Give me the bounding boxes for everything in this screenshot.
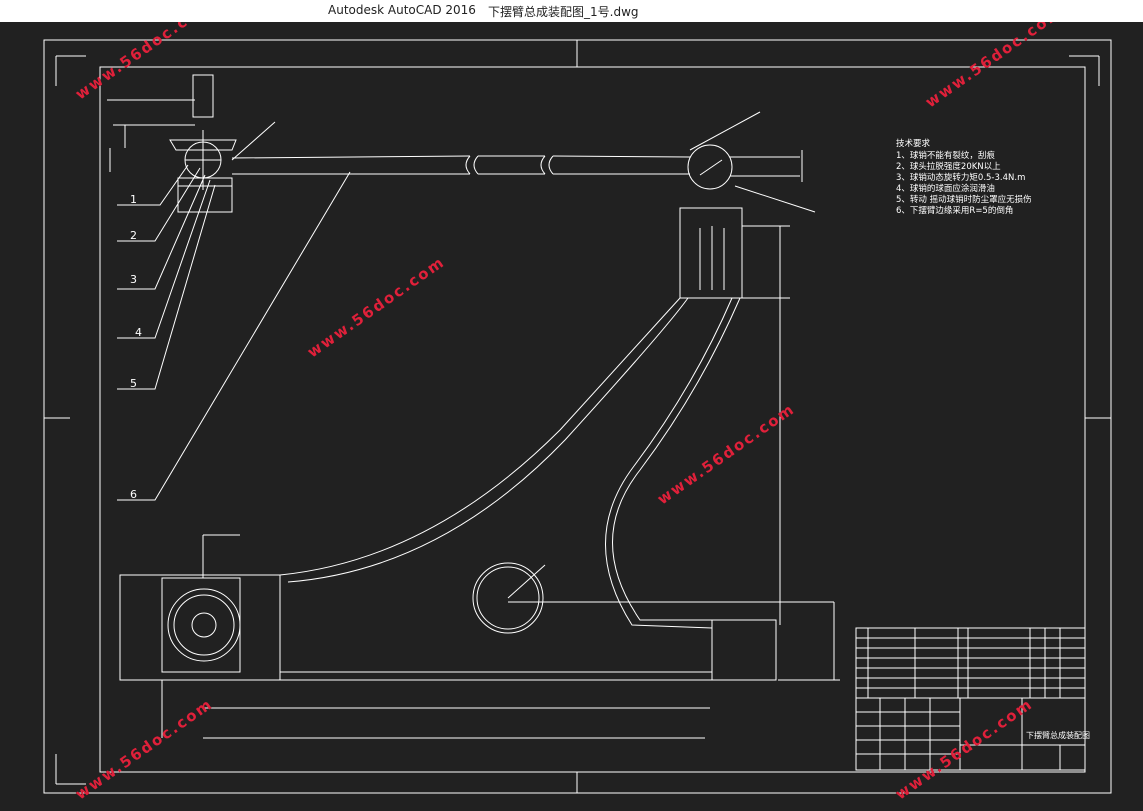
file-name: 下摆臂总成装配图_1号.dwg (488, 5, 639, 19)
callout-3: 3 (130, 273, 137, 286)
tech-req-4: 4、球销的球面应涂润滑油 (896, 183, 995, 194)
callout-1: 1 (130, 193, 137, 206)
watermark-5: www.56doc.com (72, 695, 216, 804)
inner-border (99, 66, 1086, 773)
tech-req-2: 2、球头拉脱强度20KN以上 (896, 161, 1001, 172)
ball-joint (107, 74, 351, 501)
technical-requirements: 技术要求 1、球销不能有裂纹，刮痕 2、球头拉脱强度20KN以上 3、球销动态旋… (896, 138, 1032, 216)
watermark-1: www.56doc.com (72, 22, 216, 103)
watermark-3: www.56doc.com (304, 253, 448, 362)
title-block (855, 627, 1086, 771)
tech-req-6: 6、下摆臂边缘采用R=5的倒角 (896, 205, 1013, 216)
callout-5: 5 (130, 377, 137, 390)
tech-req-3: 3、球销动态旋转力矩0.5-3.4N.m (896, 172, 1025, 183)
tech-req-1: 1、球销不能有裂纹，刮痕 (896, 150, 995, 161)
watermark-6: www.56doc.com (892, 695, 1036, 804)
window-titlebar: Autodesk AutoCAD 2016 下摆臂总成装配图_1号.dwg (0, 0, 1143, 22)
tech-req-5: 5、转动 摇动球销时防尘罩应无损伤 (896, 194, 1032, 205)
part-callouts: 1 2 3 4 5 6 (130, 193, 142, 501)
callout-6: 6 (130, 488, 137, 501)
tech-title: 技术要求 (896, 138, 931, 149)
callout-2: 2 (130, 229, 137, 242)
callout-4: 4 (135, 326, 142, 339)
title-block-name: 下摆臂总成装配图 (1026, 730, 1090, 740)
app-title: Autodesk AutoCAD 2016 (328, 3, 476, 17)
upper-arm (231, 111, 816, 213)
lower-arm (119, 207, 840, 739)
watermark-4: www.56doc.com (654, 400, 798, 509)
